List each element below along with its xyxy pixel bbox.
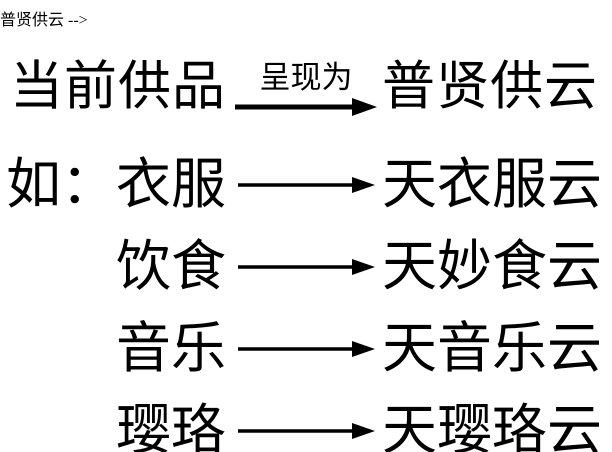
- cloud-offering-label: 天妙食云: [382, 236, 603, 298]
- offering-item-label: 璎珞: [0, 402, 232, 452]
- cloud-offering-label: 天衣服云: [382, 154, 603, 216]
- offering-item-label: 如：衣服: [0, 156, 232, 214]
- cloud-offering-label: 天音乐云: [382, 318, 603, 380]
- offering-item-text: 衣服: [115, 154, 226, 216]
- universal-offering-clouds-label: 普贤供云: [382, 57, 598, 117]
- right-arrow-icon: [237, 341, 375, 357]
- arrow-cell: [232, 422, 380, 440]
- arrow-cell: [232, 258, 380, 276]
- cloud-offering-label: 天璎珞云: [382, 400, 603, 452]
- arrow-cell: [232, 176, 380, 194]
- right-arrow-icon: [235, 97, 377, 116]
- mapping-row: 饮食 天妙食云: [0, 226, 612, 308]
- right-arrow-icon: [237, 259, 375, 275]
- mapping-row: 如：衣服 天衣服云: [0, 144, 612, 226]
- right-arrow-icon: [237, 423, 375, 439]
- offering-item-label: 音乐: [0, 320, 232, 378]
- offering-item-text: 璎珞: [115, 400, 226, 452]
- presented-as-label: 呈现为: [259, 60, 353, 96]
- labeled-arrow: 呈现为: [235, 60, 377, 118]
- current-offerings-label: 当前供品: [10, 57, 226, 117]
- mapping-row: 璎珞 天璎珞云: [0, 390, 612, 452]
- mapping-row: 音乐 天音乐云: [0, 308, 612, 390]
- arrow-cell: [232, 340, 380, 358]
- right-arrow-icon: [237, 177, 375, 193]
- header-arrow-cell: 呈现为: [232, 56, 380, 118]
- offering-item-text: 音乐: [115, 318, 226, 380]
- offering-item-text: 饮食: [115, 236, 226, 298]
- diagram-header-row: 当前供品 呈现为 普贤供云: [0, 30, 612, 144]
- offering-item-label: 饮食: [0, 238, 232, 296]
- example-prefix: 如：: [5, 154, 116, 216]
